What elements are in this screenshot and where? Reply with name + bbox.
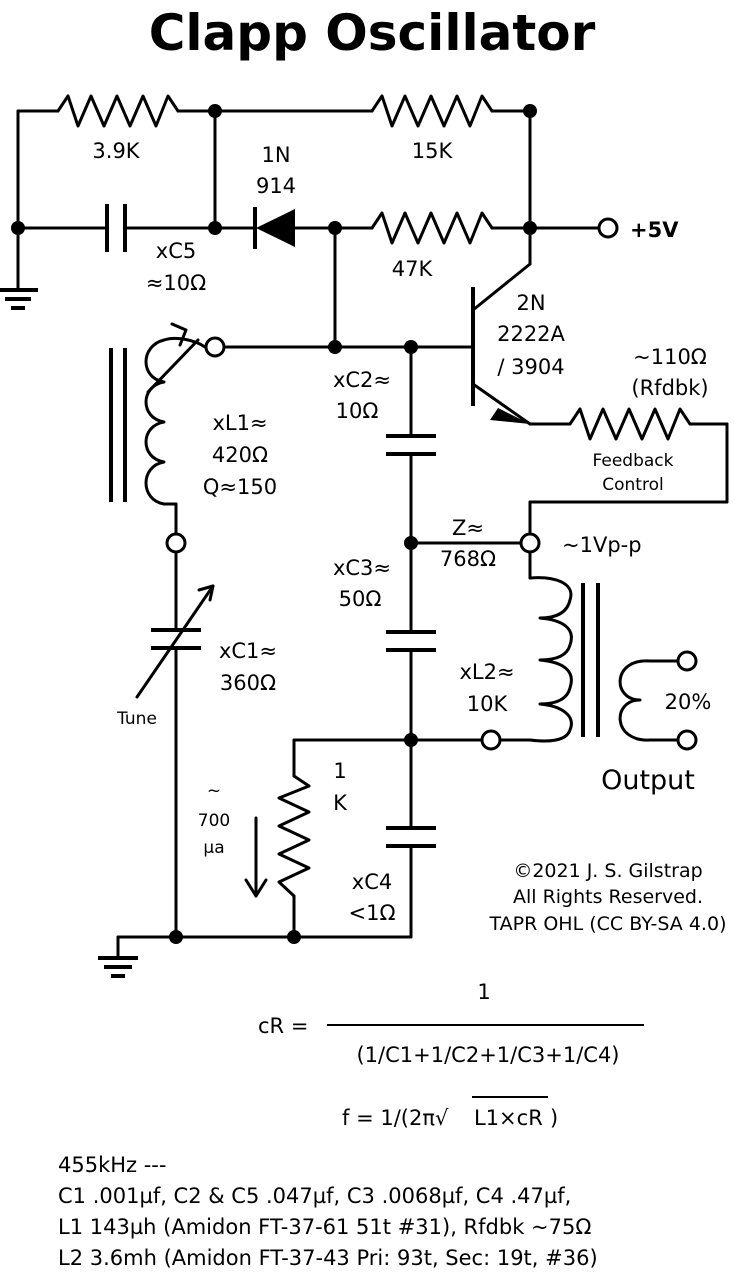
current-arrow	[244, 816, 268, 898]
label-xc4-2: <1Ω	[348, 901, 395, 925]
label-transistor-3: / 3904	[497, 355, 564, 379]
component-labels: 3.9K 15K 1N 914 47K +5V xC5 ≈10Ω 2N 2222…	[92, 139, 726, 935]
label-transistor-1: 2N	[516, 291, 545, 315]
label-vpp: ~1Vp-p	[562, 533, 642, 557]
capacitor-c2	[386, 434, 436, 456]
note-line-3: L1 143µh (Amidon FT-37-61 51t #31), Rfdb…	[58, 1215, 591, 1239]
label-xc5-1: xC5	[156, 239, 196, 263]
capacitor-c5	[105, 204, 127, 252]
formula-frequency: f = 1/(2π√ L1×cR )	[342, 1096, 558, 1130]
label-feedback-2: Control	[602, 475, 663, 495]
formula-f-prefix: f = 1/(2π√	[342, 1106, 449, 1130]
capacitor-c3	[386, 630, 436, 652]
label-current-2: 700	[198, 811, 230, 831]
label-xc2-2: 10Ω	[336, 399, 379, 423]
label-r4-2: K	[333, 791, 348, 815]
label-xc3-2: 50Ω	[339, 587, 382, 611]
label-diode-2: 914	[256, 174, 296, 198]
inductor-l1	[109, 322, 207, 506]
label-xl1-3: Q≈150	[203, 475, 277, 499]
label-output: Output	[601, 765, 695, 796]
label-xl1-2: 420Ω	[212, 443, 268, 467]
label-xc3-1: xC3≈	[333, 556, 391, 580]
resistor-1k	[277, 774, 311, 898]
transistor-2n2222a	[471, 287, 530, 424]
label-xl2-2: 10K	[467, 692, 509, 716]
wires	[16, 109, 729, 960]
label-r3: 47K	[392, 257, 434, 281]
copyright-line-3: TAPR OHL (CC BY-SA 4.0)	[489, 913, 727, 935]
copyright-line-2: All Rights Reserved.	[513, 886, 703, 908]
label-transistor-2: 2222A	[497, 322, 565, 346]
label-diode-1: 1N	[261, 143, 290, 167]
note-line-1: 455kHz ---	[58, 1153, 166, 1177]
notes: 455kHz --- C1 .001µf, C2 & C5 .047µf, C3…	[58, 1153, 598, 1270]
formula-cr-numerator: 1	[477, 980, 490, 1004]
note-line-4: L2 3.6mh (Amidon FT-37-43 Pri: 93t, Sec:…	[58, 1246, 598, 1270]
label-rfdbk-1: ~110Ω	[633, 345, 707, 369]
label-r2: 15K	[412, 139, 454, 163]
formula-cr: cR = 1 (1/C1+1/C2+1/C3+1/C4)	[258, 980, 644, 1067]
formula-f-suffix: )	[550, 1106, 558, 1130]
resistor-15k	[370, 94, 494, 128]
formula-f-radicand: L1×cR	[474, 1106, 543, 1130]
variable-capacitor-c1	[135, 584, 215, 699]
label-feedback-1: Feedback	[593, 451, 674, 471]
label-xc4-1: xC4	[352, 870, 392, 894]
label-r1: 3.9K	[92, 139, 140, 163]
diode-1n914	[253, 207, 295, 249]
label-rfdbk-2: (Rfdbk)	[631, 376, 708, 400]
label-xl2-1: xL2≈	[459, 660, 514, 684]
label-xc1-2: 360Ω	[220, 671, 276, 695]
copyright-line-1: ©2021 J. S. Gilstrap	[513, 860, 702, 882]
ground-symbol-top	[0, 288, 38, 310]
page-title: Clapp Oscillator	[149, 4, 596, 62]
resistor-rfdbk	[568, 407, 692, 441]
label-z-1: Z≈	[452, 516, 484, 540]
junction-dots	[11, 104, 537, 944]
label-z-2: 768Ω	[440, 547, 496, 571]
label-percent: 20%	[665, 690, 712, 714]
label-xl1-1: xL1≈	[212, 411, 267, 435]
label-current-3: µa	[203, 838, 224, 858]
label-tune: Tune	[116, 709, 157, 729]
label-xc5-2: ≈10Ω	[146, 271, 206, 295]
label-current-1: ~	[207, 781, 221, 801]
label-xc1-1: xC1≈	[219, 639, 277, 663]
resistor-47k	[370, 211, 494, 245]
label-vcc: +5V	[630, 218, 679, 242]
capacitor-c4	[386, 826, 436, 848]
note-line-2: C1 .001µf, C2 & C5 .047µf, C3 .0068µf, C…	[58, 1184, 571, 1208]
ground-symbol-bottom	[98, 956, 138, 978]
transformer-l2	[528, 576, 679, 743]
formula-cr-denominator: (1/C1+1/C2+1/C3+1/C4)	[356, 1043, 619, 1067]
resistor-3.9k	[56, 94, 180, 128]
terminals	[165, 217, 698, 751]
label-xc2-1: xC2≈	[333, 368, 391, 392]
formula-cr-lhs: cR =	[258, 1014, 308, 1038]
label-r4-1: 1	[333, 759, 346, 783]
